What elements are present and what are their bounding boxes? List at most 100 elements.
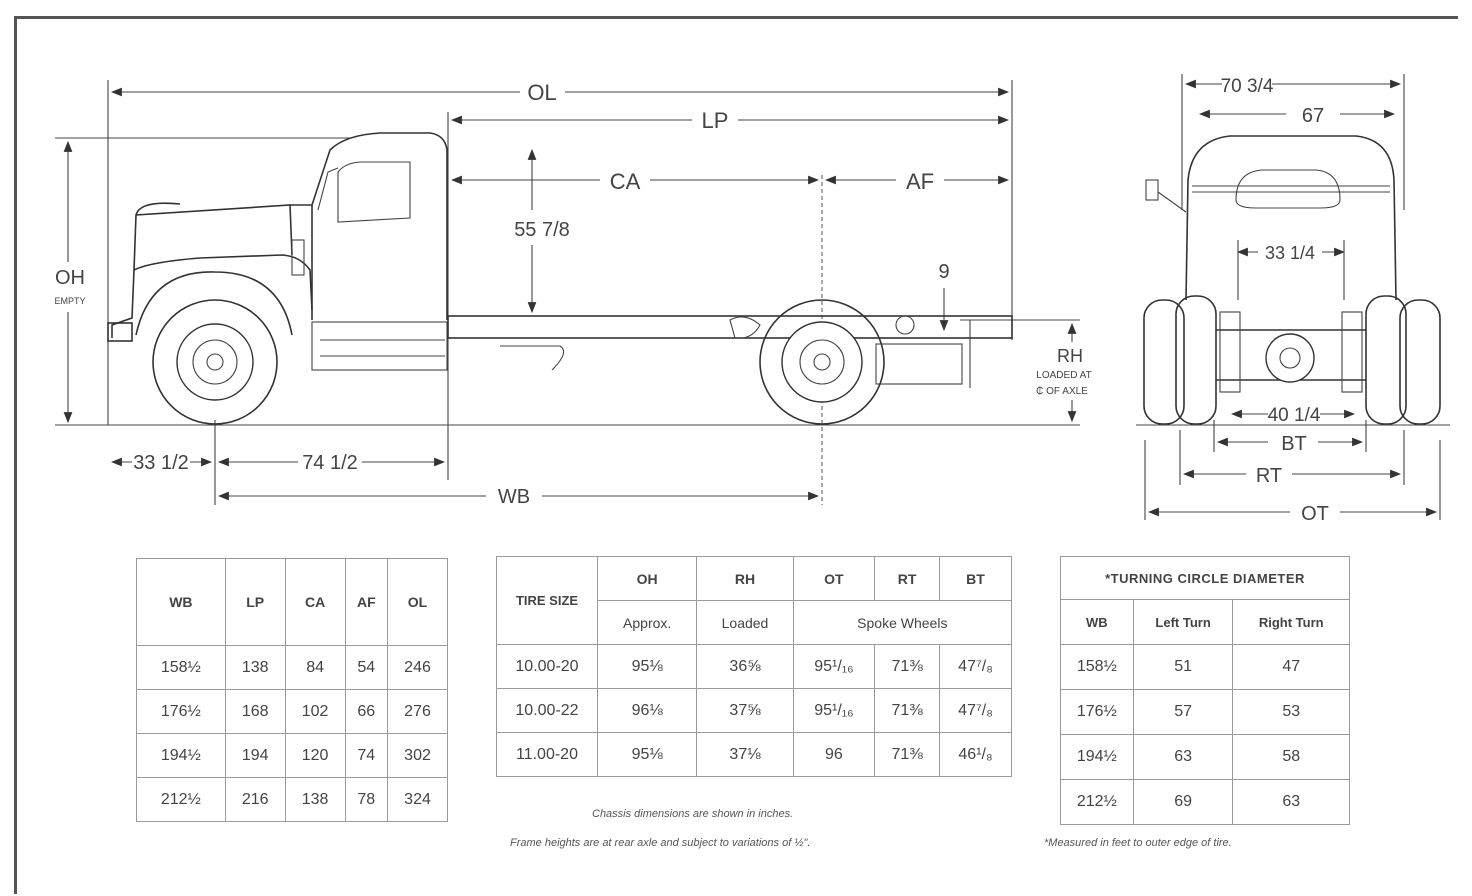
cell-af: 78	[344, 777, 389, 822]
table-row: 158½ 138 84 54 246	[136, 645, 448, 690]
cell-bt: 46¹/₈	[939, 732, 1012, 777]
cell-left-turn: 51	[1132, 644, 1234, 690]
header-ot: OT	[792, 556, 876, 601]
cell-ca: 120	[284, 733, 346, 778]
label-empty: EMPTY	[54, 296, 85, 306]
cell-tire-size: 10.00-22	[496, 688, 598, 733]
side-view: OL LP CA AF 55 7/8 OH EMPTY 9 RH LOADED …	[54, 80, 1092, 508]
cell-left-turn: 69	[1132, 779, 1234, 825]
table-header-row: WB Left Turn Right Turn	[1060, 599, 1350, 645]
table-row: 10.00-20 95⅛ 36⅝ 95¹/₁₆ 71⅜ 47⁷/₈	[496, 644, 1012, 689]
label-67: 67	[1302, 105, 1324, 127]
cell-wb: 158½	[136, 645, 226, 690]
label-40-1-4: 40 1/4	[1268, 405, 1321, 426]
header-af: AF	[344, 558, 389, 646]
table-row: 212½ 69 63	[1060, 779, 1350, 825]
cell-wb: 212½	[136, 777, 226, 822]
cell-lp: 216	[224, 777, 286, 822]
label-ol: OL	[527, 80, 556, 105]
cell-af: 66	[344, 689, 389, 734]
cell-oh: 95⅛	[596, 644, 698, 689]
cell-bt: 47⁷/₈	[939, 644, 1012, 689]
header-wb: WB	[136, 558, 226, 646]
table-subheader-row: Approx. Loaded Spoke Wheels	[497, 600, 1013, 645]
cell-ol: 276	[387, 689, 448, 734]
cell-left-turn: 57	[1132, 689, 1234, 735]
table-row: 11.00-20 95⅛ 37⅛ 96 71⅜ 46¹/₈	[496, 732, 1012, 777]
header-ol: OL	[387, 558, 448, 646]
header-tire-size: TIRE SIZE	[496, 556, 598, 645]
cell-rt: 71⅜	[874, 732, 941, 777]
label-ot: OT	[1301, 503, 1329, 525]
note-turning-circle: *Measured in feet to outer edge of tire.	[1044, 837, 1232, 849]
table-row: 212½ 216 138 78 324	[136, 777, 448, 822]
cell-right-turn: 58	[1232, 734, 1350, 780]
table-row: 194½ 194 120 74 302	[136, 733, 448, 778]
front-view: 70 3/4 67 33 1/4 40 1/4 BT RT OT	[1136, 74, 1450, 525]
subheader-spoke-wheels: Spoke Wheels	[792, 600, 1013, 645]
cell-lp: 168	[224, 689, 286, 734]
cell-wb: 194½	[1060, 734, 1134, 780]
cell-rh: 37⅝	[696, 688, 794, 733]
header-oh: OH	[596, 556, 698, 601]
cell-rh: 36⅝	[696, 644, 794, 689]
drawing-frame	[14, 16, 1458, 894]
cell-oh: 95⅛	[596, 732, 698, 777]
header-wb: WB	[1060, 599, 1134, 645]
cell-ot: 95¹/₁₆	[792, 688, 876, 733]
label-rt: RT	[1256, 465, 1282, 487]
cell-ot: 96	[792, 732, 876, 777]
table-row: 158½ 51 47	[1060, 644, 1350, 690]
label-af: AF	[906, 169, 934, 194]
cell-ol: 324	[387, 777, 448, 822]
table-header-row: TIRE SIZE OH RH OT RT BT	[496, 556, 1012, 645]
cell-wb: 212½	[1060, 779, 1134, 825]
cell-tire-size: 10.00-20	[496, 644, 598, 689]
table-caption-row: *TURNING CIRCLE DIAMETER	[1060, 556, 1350, 600]
label-74-1-2: 74 1/2	[302, 452, 358, 474]
header-ca: CA	[284, 558, 346, 646]
label-70-3-4: 70 3/4	[1221, 76, 1274, 97]
table-row: 10.00-22 96⅛ 37⅝ 95¹/₁₆ 71⅜ 47⁷/₈	[496, 688, 1012, 733]
tire-size-table: TIRE SIZE OH RH OT RT BT Approx. Loaded …	[496, 556, 1013, 777]
truck-dimension-diagram: OL LP CA AF 55 7/8 OH EMPTY 9 RH LOADED …	[54, 74, 1450, 525]
header-rt: RT	[874, 556, 941, 601]
label-33-1-4: 33 1/4	[1265, 243, 1315, 263]
cell-oh: 96⅛	[596, 688, 698, 733]
cell-wb: 176½	[136, 689, 226, 734]
header-right-turn: Right Turn	[1232, 599, 1350, 645]
label-wb: WB	[498, 486, 530, 508]
cell-ca: 84	[284, 645, 346, 690]
cell-lp: 194	[224, 733, 286, 778]
label-bt: BT	[1281, 433, 1307, 455]
label-loaded-at: LOADED AT	[1036, 370, 1091, 381]
cell-af: 74	[344, 733, 389, 778]
label-oh: OH	[55, 267, 85, 289]
wheelbase-dimensions-table: WB LP CA AF OL 158½ 138 84 54 246 176½ 1…	[136, 558, 448, 822]
cell-left-turn: 63	[1132, 734, 1234, 780]
label-ca: CA	[610, 169, 641, 194]
cell-right-turn: 53	[1232, 689, 1350, 735]
cell-right-turn: 63	[1232, 779, 1350, 825]
header-lp: LP	[224, 558, 286, 646]
turning-circle-table: *TURNING CIRCLE DIAMETER WB Left Turn Ri…	[1060, 556, 1350, 825]
table-header-row: WB LP CA AF OL	[136, 558, 448, 646]
cell-ol: 246	[387, 645, 448, 690]
note-chassis-dimensions: Chassis dimensions are shown in inches.	[592, 808, 794, 820]
cell-ol: 302	[387, 733, 448, 778]
cell-bt: 47⁷/₈	[939, 688, 1012, 733]
table-row: 176½ 168 102 66 276	[136, 689, 448, 734]
label-axle: ₵ OF AXLE	[1036, 385, 1088, 397]
cell-af: 54	[344, 645, 389, 690]
header-bt: BT	[939, 556, 1012, 601]
cell-rt: 71⅜	[874, 688, 941, 733]
cell-wb: 158½	[1060, 644, 1134, 690]
cell-wb: 176½	[1060, 689, 1134, 735]
subheader-loaded: Loaded	[696, 600, 794, 645]
cell-tire-size: 11.00-20	[496, 732, 598, 777]
subheader-approx: Approx.	[596, 600, 698, 645]
cell-ca: 102	[284, 689, 346, 734]
cell-wb: 194½	[136, 733, 226, 778]
cell-lp: 138	[224, 645, 286, 690]
header-rh: RH	[696, 556, 794, 601]
